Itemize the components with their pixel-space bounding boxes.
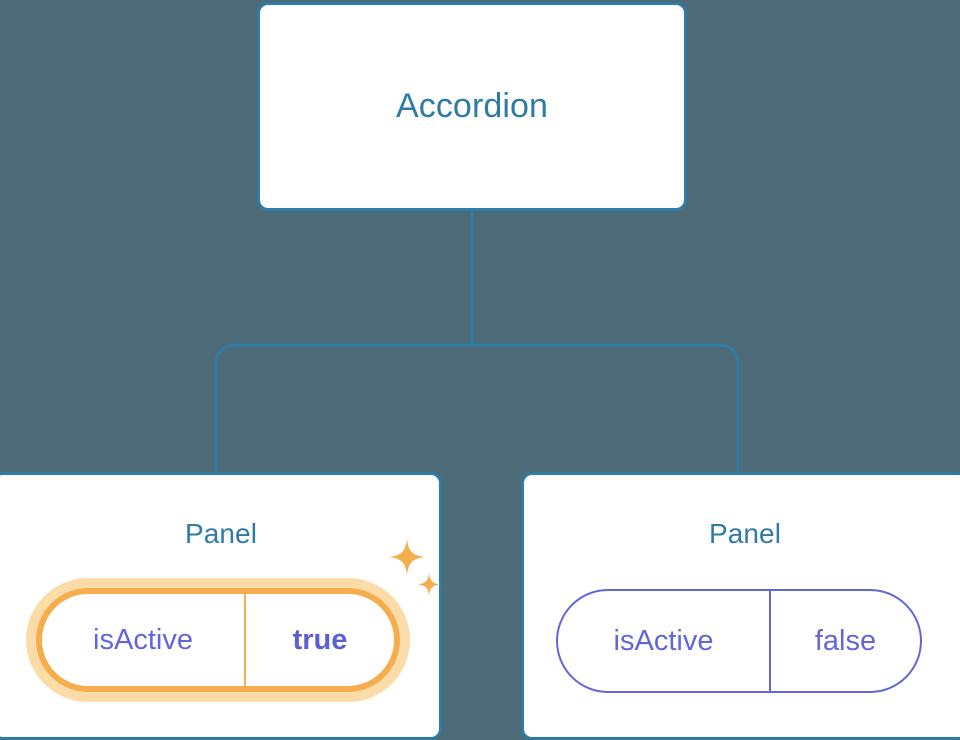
node-panel-inactive-title: Panel	[708, 518, 782, 549]
prop-pill-body[interactable]: isActive true	[36, 588, 400, 692]
prop-key-label: isActive	[558, 591, 771, 691]
prop-key-label: isActive	[42, 594, 246, 686]
node-panel-active-title: Panel	[184, 518, 258, 549]
prop-value-label: false	[814, 624, 877, 657]
node-accordion-title: Accordion	[395, 87, 549, 125]
prop-pill-isactive-true[interactable]: isActive true	[26, 578, 410, 702]
prop-value-label: true	[292, 623, 348, 656]
connector-branch-right	[472, 343, 740, 474]
connector-branch-left	[214, 343, 472, 474]
node-accordion[interactable]: Accordion	[257, 2, 687, 211]
prop-pill-isactive-false[interactable]: isActive false	[556, 589, 922, 693]
prop-pill-body[interactable]: isActive false	[556, 589, 922, 693]
